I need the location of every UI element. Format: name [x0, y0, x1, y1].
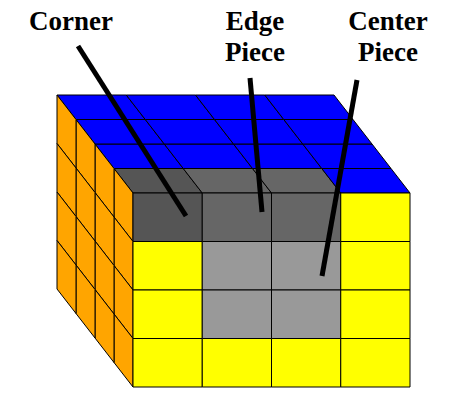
leader-line — [78, 46, 186, 216]
left-face-cell — [57, 241, 76, 314]
leader-line — [322, 80, 357, 276]
front-face-cell — [341, 242, 410, 291]
front-face-cell — [272, 339, 341, 388]
front-face-cell — [202, 339, 271, 388]
front-face-cell — [133, 242, 202, 291]
part-label: Center Piece — [326, 6, 450, 68]
leader-line — [250, 78, 262, 212]
front-face-cell — [272, 242, 341, 291]
front-face-cell — [133, 339, 202, 388]
front-face-cell — [133, 193, 202, 242]
front-face-cell — [133, 290, 202, 339]
part-label: Edge Piece — [196, 6, 314, 68]
front-face-cell — [341, 339, 410, 388]
front-face-cell — [272, 290, 341, 339]
left-face-cell — [76, 265, 95, 338]
left-face-cell — [114, 314, 133, 387]
front-face-cell — [341, 290, 410, 339]
left-face-cell — [95, 290, 114, 363]
front-face-cell — [341, 193, 410, 242]
top-face-cell — [265, 95, 353, 120]
top-face-cell — [284, 120, 372, 145]
front-face-cell — [202, 290, 271, 339]
front-face-cell — [202, 242, 271, 291]
part-label: Corner — [6, 6, 136, 37]
